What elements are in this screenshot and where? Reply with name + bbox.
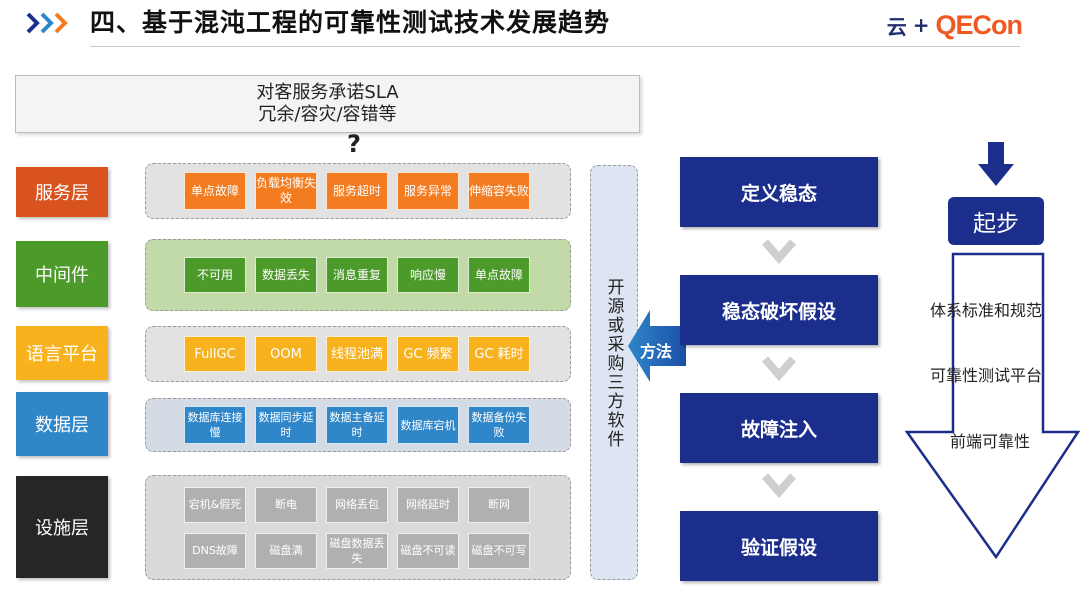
open-source-box: 开源或采购三方软件 [590,165,638,580]
step-chevron-icon [762,473,796,499]
fault-cell: 服务超时 [326,172,388,210]
logo-plus: + [912,13,930,37]
fault-cell: 单点故障 [184,172,246,210]
fault-cell: 数据库宕机 [397,406,459,444]
infra-subrow-2: DNS故障 磁盘满 磁盘数据丢失 磁盘不可读 磁盘不可写 [184,532,530,569]
fault-cell: 服务异常 [397,172,459,210]
data-fault-row: 数据库连接慢 数据同步延时 数据主备延时 数据库宕机 数据备份失败 [145,398,571,452]
service-fault-row: 单点故障 负载均衡失效 服务超时 服务异常 伸缩容失败 [145,163,571,219]
layer-label-middleware: 中间件 [16,241,108,307]
logo-brand: QECon [935,9,1023,40]
fault-cell: 消息重复 [326,257,388,293]
fault-cell: 单点故障 [468,257,530,293]
fault-cell: 断电 [255,486,317,523]
big-down-arrow-icon [905,252,1080,560]
fault-cell: 数据丢失 [255,257,317,293]
method-label: 方法 [640,342,673,361]
open-source-text: 开源或采购三方软件 [603,278,624,449]
header-chevrons-icon [26,12,68,34]
sla-line-2: 冗余/容灾/容错等 [258,104,397,125]
fault-cell: FullGC [184,336,246,372]
right-item-platform: 可靠性测试平台 [930,366,1043,385]
method-arrow-icon [628,310,686,382]
step-define-steady-state: 定义稳态 [680,157,878,227]
fault-cell: 响应慢 [397,257,459,293]
fault-cell: 磁盘不可写 [468,532,530,569]
sla-line-1: 对客服务承诺SLA [256,82,399,103]
layer-label-platform: 语言平台 [16,326,108,380]
fault-cell: DNS故障 [184,532,246,569]
layer-label-service: 服务层 [16,167,108,217]
layer-label-data: 数据层 [16,392,108,456]
step-fault-injection: 故障注入 [680,393,878,463]
fault-cell: 网络延时 [397,486,459,523]
fault-cell: 伸缩容失败 [468,172,530,210]
infra-subrow-1: 宕机&假死 断电 网络丢包 网络延时 断网 [184,486,530,523]
step-hypothesis: 稳态破坏假设 [680,275,878,345]
fault-cell: 磁盘数据丢失 [326,532,388,569]
fault-cell: 数据同步延时 [255,406,317,444]
step-chevron-icon [762,239,796,265]
fault-cell: 不可用 [184,257,246,293]
fault-cell: 负载均衡失效 [255,172,317,210]
fault-cell: GC 频繁 [397,336,459,372]
question-mark: ? [347,130,361,158]
right-item-frontend: 前端可靠性 [950,432,1031,451]
fault-cell: OOM [255,336,317,372]
logo-yun: 云 [886,14,907,39]
middleware-fault-row: 不可用 数据丢失 消息重复 响应慢 单点故障 [145,239,571,311]
fault-cell: 断网 [468,486,530,523]
step-verify-hypothesis: 验证假设 [680,511,878,581]
down-arrow-icon [978,142,1014,186]
fault-cell: 宕机&假死 [184,486,246,523]
fault-cell: 磁盘满 [255,532,317,569]
page-title: 四、基于混沌工程的可靠性测试技术发展趋势 [90,8,611,37]
header-divider [90,46,1020,47]
fault-cell: 线程池满 [326,336,388,372]
fault-cell: 网络丢包 [326,486,388,523]
fault-cell: 数据主备延时 [326,406,388,444]
fault-cell: 数据库连接慢 [184,406,246,444]
step-chevron-icon [762,356,796,382]
layer-label-infra: 设施层 [16,476,108,578]
start-badge: 起步 [948,197,1044,245]
infra-fault-row: 宕机&假死 断电 网络丢包 网络延时 断网 DNS故障 磁盘满 磁盘数据丢失 磁… [145,475,571,580]
fault-cell: GC 耗时 [468,336,530,372]
qecon-logo: 云 + QECon [886,9,1023,40]
platform-fault-row: FullGC OOM 线程池满 GC 频繁 GC 耗时 [145,326,571,382]
right-item-standards: 体系标准和规范 [930,301,1043,320]
sla-box: 对客服务承诺SLA 冗余/容灾/容错等 [15,75,640,133]
fault-cell: 数据备份失败 [468,406,530,444]
fault-cell: 磁盘不可读 [397,532,459,569]
